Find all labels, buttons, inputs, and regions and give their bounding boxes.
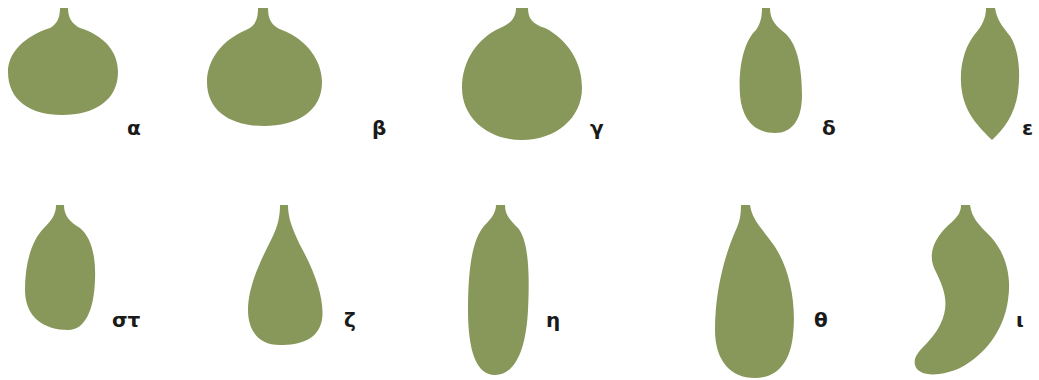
- shape-letter: ε: [1022, 118, 1033, 138]
- leaf-shape: [915, 205, 1009, 374]
- shape-letter: ι: [1016, 310, 1024, 330]
- leaf-shape: [25, 205, 95, 330]
- shape-letter: στ: [112, 310, 140, 330]
- leaf-shape: [740, 8, 802, 133]
- leaf-shape: [462, 8, 582, 140]
- shape-letter: θ: [814, 310, 828, 330]
- shape-letter: ζ: [344, 310, 356, 330]
- leaf-shape: [207, 8, 322, 126]
- leaf-shape: [715, 205, 794, 378]
- leaf-shape: [468, 205, 529, 375]
- leaf-shape: [961, 8, 1019, 140]
- shape-letter: η: [546, 310, 560, 330]
- shape-letter: γ: [590, 118, 604, 138]
- leaf-shape: [8, 8, 118, 115]
- shape-letter: δ: [822, 118, 836, 138]
- shape-letter: β: [372, 118, 386, 138]
- shape-letter: α: [127, 118, 141, 138]
- leaf-shape: [248, 205, 323, 345]
